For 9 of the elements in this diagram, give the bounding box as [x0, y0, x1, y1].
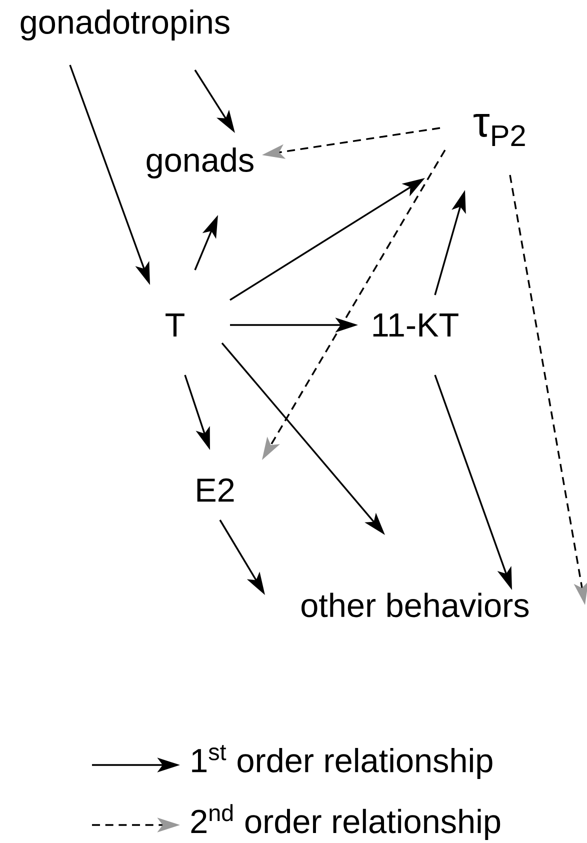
node-label: gonadotropins: [20, 9, 230, 41]
node-label: τ$_{P2}$: [474, 114, 525, 146]
node-label: other behaviors: [302, 592, 529, 618]
node-label: 11-KT: [373, 314, 458, 336]
node-label: gonads: [146, 147, 254, 179]
node-label: E2: [197, 478, 234, 502]
node-label: T: [166, 314, 184, 336]
legend-label: 1$^{st}$ order relationship: [192, 745, 492, 780]
legend-label: 2$^{nd}$ order relationship: [191, 804, 500, 840]
